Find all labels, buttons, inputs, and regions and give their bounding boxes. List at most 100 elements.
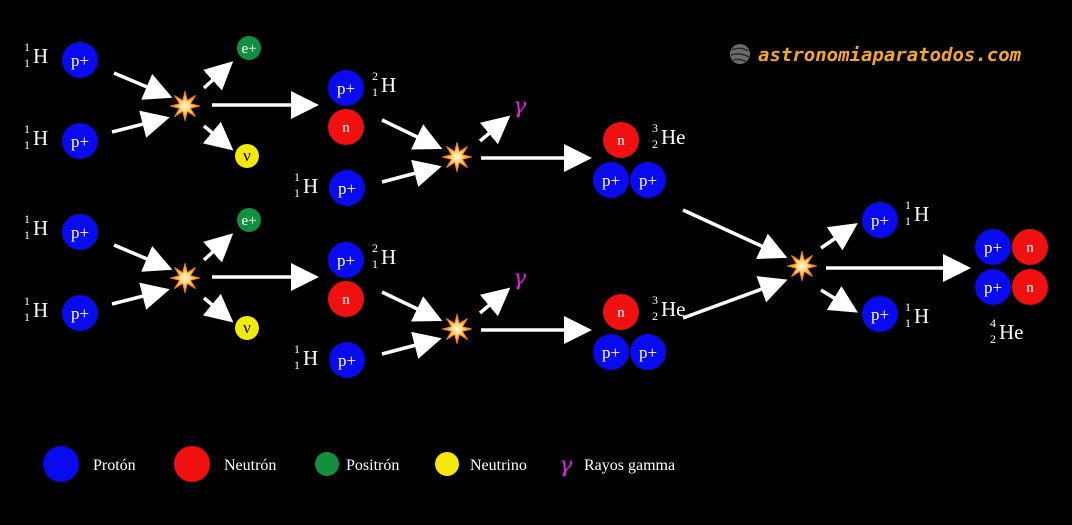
legend-label: Neutrón — [224, 457, 276, 474]
proton-label: p+ — [984, 238, 1002, 257]
proton-label: p+ — [871, 305, 889, 324]
proton-circle — [975, 229, 1011, 265]
brand-logo[interactable]: astronomiaparatodos.com — [730, 44, 1022, 66]
fusion-flash-icon — [169, 262, 201, 294]
mass-number: 1 — [24, 40, 30, 54]
neutrino-label: ν — [243, 146, 251, 165]
reaction-arrow — [381, 159, 442, 187]
mass-number: 1 — [294, 170, 300, 184]
reaction-arrow — [381, 290, 443, 322]
reaction-arrow — [111, 282, 170, 310]
proton-circle — [593, 162, 629, 198]
proton-circle — [329, 170, 365, 206]
proton-circle — [62, 123, 98, 159]
atomic-number: 2 — [652, 309, 658, 323]
neutron-circle — [1012, 269, 1048, 305]
element-symbol: H — [33, 298, 48, 322]
neutrino: ν — [235, 316, 259, 340]
positron-circle — [237, 208, 261, 232]
mass-number: 1 — [905, 300, 911, 314]
positron: e+ — [237, 208, 261, 232]
element-symbol: He — [661, 125, 686, 149]
element-symbol: H — [381, 73, 396, 97]
neutrino: ν — [235, 144, 259, 168]
neutron-circle — [603, 294, 639, 330]
neutron-label: n — [1026, 240, 1034, 256]
atomic-number: 2 — [652, 137, 658, 151]
fusion-flash-icon — [169, 90, 201, 122]
element-symbol: H — [914, 304, 929, 328]
mass-number: 3 — [652, 293, 658, 307]
atomic-number: 1 — [24, 56, 30, 70]
proton-label: p+ — [71, 51, 89, 70]
element-symbol: H — [303, 346, 318, 370]
proton: p+ — [630, 334, 666, 370]
mass-number: 2 — [372, 69, 378, 83]
proton-label: p+ — [602, 171, 620, 190]
reaction-arrow — [111, 110, 170, 138]
neutron: n — [328, 109, 364, 145]
element-symbol: H — [33, 44, 48, 68]
proton-label: p+ — [984, 278, 1002, 297]
neutrino-circle — [235, 144, 259, 168]
gamma-symbol: γ — [513, 266, 527, 291]
legend-item-proton: Protón — [43, 446, 136, 482]
mass-number: 2 — [372, 241, 378, 255]
proton-label: p+ — [71, 223, 89, 242]
atomic-number: 2 — [990, 332, 996, 346]
proton: p+ — [630, 162, 666, 198]
legend-item-positron: Positrón — [315, 452, 399, 476]
element-symbol: H — [33, 216, 48, 240]
reaction-arrow — [113, 243, 173, 272]
mass-number: 4 — [990, 316, 996, 330]
proton-label: p+ — [71, 304, 89, 323]
atomic-number: 1 — [24, 138, 30, 152]
atomic-number: 1 — [24, 228, 30, 242]
atomic-number: 1 — [905, 214, 911, 228]
proton: p+ — [62, 123, 98, 159]
reaction-arrow — [381, 331, 442, 359]
reaction-arrow — [682, 208, 788, 259]
positron-label: e+ — [241, 41, 256, 57]
atomic-number: 1 — [294, 186, 300, 200]
proton-circle — [62, 42, 98, 78]
neutron: n — [603, 294, 639, 330]
emission-arrow — [202, 61, 234, 91]
neutron-label: n — [617, 305, 625, 321]
proton-circle — [329, 342, 365, 378]
proton-label: p+ — [337, 79, 355, 98]
proton-label: p+ — [639, 343, 657, 362]
mass-number: 1 — [905, 198, 911, 212]
proton-circle — [630, 334, 666, 370]
emission-arrow — [202, 233, 234, 263]
proton-circle — [862, 202, 898, 238]
proton: p+ — [328, 70, 364, 106]
neutron-label: n — [342, 120, 350, 136]
element-symbol: H — [381, 245, 396, 269]
atomic-number: 1 — [294, 358, 300, 372]
fusion-flash-icon — [786, 250, 818, 282]
proton: p+ — [593, 162, 629, 198]
legend-label: Rayos gamma — [584, 457, 675, 474]
element-symbol: He — [661, 297, 686, 321]
emission-arrow — [478, 115, 511, 145]
neutron-circle — [603, 122, 639, 158]
proton-circle — [630, 162, 666, 198]
emission-arrow — [820, 223, 858, 251]
proton: p+ — [862, 296, 898, 332]
mass-number: 1 — [24, 212, 30, 226]
fusion-flash-icon — [441, 141, 473, 173]
atomic-number: 1 — [905, 316, 911, 330]
mass-number: 1 — [24, 122, 30, 136]
reaction-arrow — [113, 71, 173, 100]
